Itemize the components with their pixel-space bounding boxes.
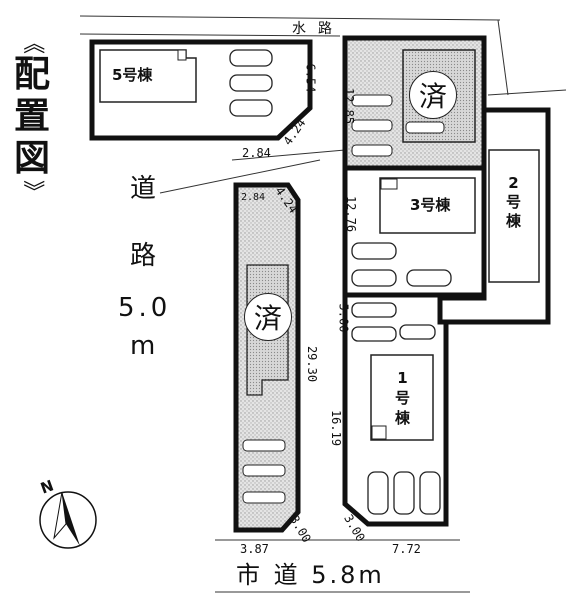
lot2-label-char-1: 2 <box>508 174 519 192</box>
lot3-label: 3号棟 <box>410 196 451 214</box>
lot2-building <box>488 149 540 283</box>
car-icon <box>351 94 393 107</box>
lot-sold-west-parking <box>242 439 286 504</box>
car-icon <box>399 324 436 340</box>
car-icon <box>229 49 273 67</box>
car-icon <box>351 302 397 318</box>
waterway-line-bottom <box>79 33 341 37</box>
city-road-label: 市 道 5.8m <box>236 561 385 589</box>
dim-5-00: 5.00 <box>336 303 351 333</box>
lot5-label: 5号棟 <box>112 66 153 84</box>
lot3-parking <box>351 242 452 287</box>
car-icon <box>242 464 286 477</box>
car-icon <box>367 471 389 515</box>
car-icon <box>351 119 393 132</box>
car-icon <box>242 439 286 452</box>
dim-12-85: 12.85 <box>342 87 357 125</box>
title-char-3: 図 <box>13 138 50 179</box>
road-edge-line <box>231 149 346 161</box>
dim-3-87: 3.87 <box>240 542 269 556</box>
car-icon <box>229 99 273 117</box>
lot5-entry <box>177 49 187 61</box>
lot-sold-north-parking <box>351 94 445 157</box>
lot3-entry <box>380 178 398 190</box>
dim-7-72: 7.72 <box>392 542 421 556</box>
lot1-label-char-2: 号 <box>395 389 411 407</box>
page-title: 《 配 置 図 》 <box>10 32 54 232</box>
dim-2-84-north: 2.84 <box>242 146 271 160</box>
car-icon <box>406 269 452 287</box>
lot2-top-line <box>487 89 567 96</box>
dim-2-84-west: 2.84 <box>241 192 266 203</box>
lot2-label: 2 号 棟 <box>506 174 521 231</box>
waterway-label: 水路 <box>292 22 344 36</box>
car-icon <box>419 471 441 515</box>
sold-mark-north: 済 <box>409 71 457 119</box>
car-icon <box>351 242 397 260</box>
car-icon <box>393 471 415 515</box>
title-char-2: 置 <box>13 96 50 137</box>
car-icon <box>351 269 397 287</box>
compass <box>39 491 97 549</box>
sold-mark-west: 済 <box>244 293 292 341</box>
lot2-label-char-3: 棟 <box>506 212 522 230</box>
dim-6-54: 6.54 <box>303 63 318 93</box>
compass-needle <box>62 492 80 546</box>
dim-12-76: 12.76 <box>344 195 359 233</box>
car-icon <box>242 491 286 504</box>
road-label-char-1: 道 <box>130 174 157 204</box>
car-icon <box>405 121 445 134</box>
lot2-label-char-2: 号 <box>506 193 522 211</box>
lot1-parking <box>351 302 441 515</box>
lot1-label-char-3: 棟 <box>395 409 411 427</box>
road-label-char-2: 路 <box>130 241 157 271</box>
dim-16-19: 16.19 <box>329 409 344 447</box>
waterway-line-right <box>497 19 509 96</box>
car-icon <box>351 326 397 342</box>
road-width-unit: m <box>130 331 156 361</box>
lot1-label-char-1: 1 <box>397 369 408 387</box>
waterway-char-2: 路 <box>318 21 344 37</box>
road-width-value: 5.0 <box>118 293 172 323</box>
lot1-label: 1 号 棟 <box>395 368 410 428</box>
waterway-line-top <box>79 15 501 21</box>
title-char-1: 配 <box>13 54 50 95</box>
road-lines <box>79 15 567 593</box>
car-icon <box>229 74 273 92</box>
road-leader-line <box>159 159 321 194</box>
car-icon <box>351 144 393 157</box>
lot1-entry <box>371 425 387 440</box>
lot5-parking <box>229 49 273 117</box>
dim-29-30: 29.30 <box>305 345 320 383</box>
waterway-char-1: 水 <box>292 21 318 37</box>
